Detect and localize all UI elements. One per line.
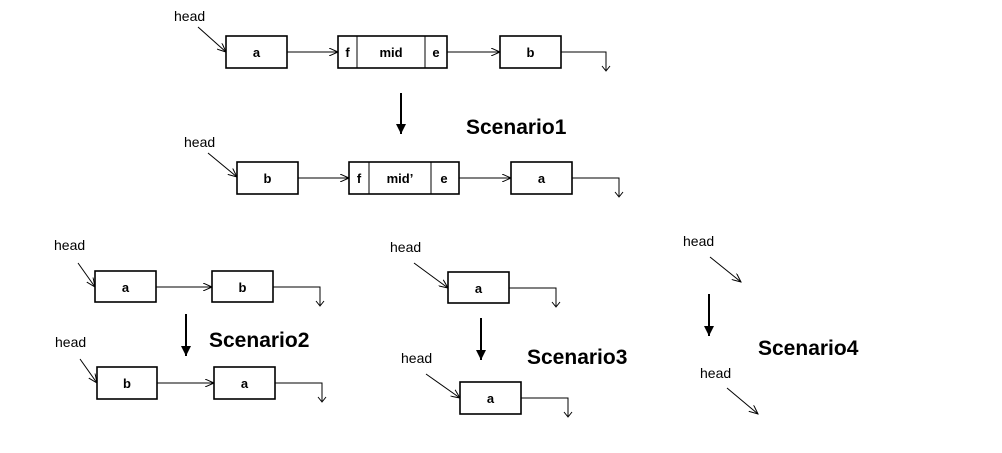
node-value: b [123,376,131,391]
head-pointer-arrow [709,256,741,282]
scenario4-title: Scenario4 [758,337,859,360]
null-pointer-line [561,51,607,70]
node-value: a [487,391,495,406]
mid-end-pointer: e [440,171,447,186]
head-pointer-arrow [207,152,237,177]
node-value: b [527,45,535,60]
null-ground-icon [733,287,751,302]
null-pointer-line [275,382,323,401]
head-pointer-arrow [197,26,226,52]
null-ground-icon [313,405,331,420]
node-value: mid’ [387,171,414,186]
scenario4-after-list: head [700,365,767,434]
scenario3-after-list: head a [401,350,577,435]
head-pointer-arrow [726,387,758,414]
head-label: head [174,8,205,24]
node-box [459,381,522,415]
mid-node-box [348,161,460,195]
node-value: b [239,280,247,295]
head-label: head [683,233,714,249]
head-pointer-arrow [425,373,460,398]
head-label: head [390,239,421,255]
node-value: mid [379,45,402,60]
head-label: head [401,350,432,366]
mid-node-box [337,35,448,69]
scenario1-title: Scenario1 [466,116,567,139]
node-value: a [122,280,130,295]
head-pointer-arrow [413,262,448,288]
scenario1-after-list: head b f mid’ e a [184,134,628,215]
node-value: a [241,376,249,391]
node-value: a [538,171,546,186]
node-value: a [253,45,261,60]
null-pointer-line [273,286,321,305]
mid-end-pointer: e [432,45,439,60]
head-label: head [55,334,86,350]
head-label: head [54,237,85,253]
null-ground-icon [597,73,615,88]
node-value: b [264,171,272,186]
node-box [510,161,573,195]
null-ground-icon [610,200,628,215]
null-ground-icon [559,420,577,435]
mid-first-pointer: f [345,45,350,60]
scenario1-before-list: head a f mid e b [174,8,615,88]
scenario4-before-list: head [683,233,751,302]
node-value: a [475,281,483,296]
scenario3-title: Scenario3 [527,346,627,369]
node-box [94,270,157,303]
scenario2-after-list: head b a [55,334,331,420]
null-pointer-line [521,397,569,416]
scenario2-title: Scenario2 [209,329,309,352]
node-box [225,35,288,69]
null-pointer-line [572,177,620,196]
null-ground-icon [311,309,329,324]
head-label: head [700,365,731,381]
node-box [211,270,274,303]
node-box [499,35,562,69]
head-label: head [184,134,215,150]
null-ground-icon [547,310,565,325]
scenario3-before-list: head a [390,239,565,325]
node-box [96,366,158,400]
null-ground-icon [749,419,767,434]
mid-first-pointer: f [357,171,362,186]
scenario2-before-list: head a b [54,237,329,324]
head-pointer-arrow [79,358,97,383]
null-pointer-line [509,287,557,306]
head-pointer-arrow [77,262,95,287]
